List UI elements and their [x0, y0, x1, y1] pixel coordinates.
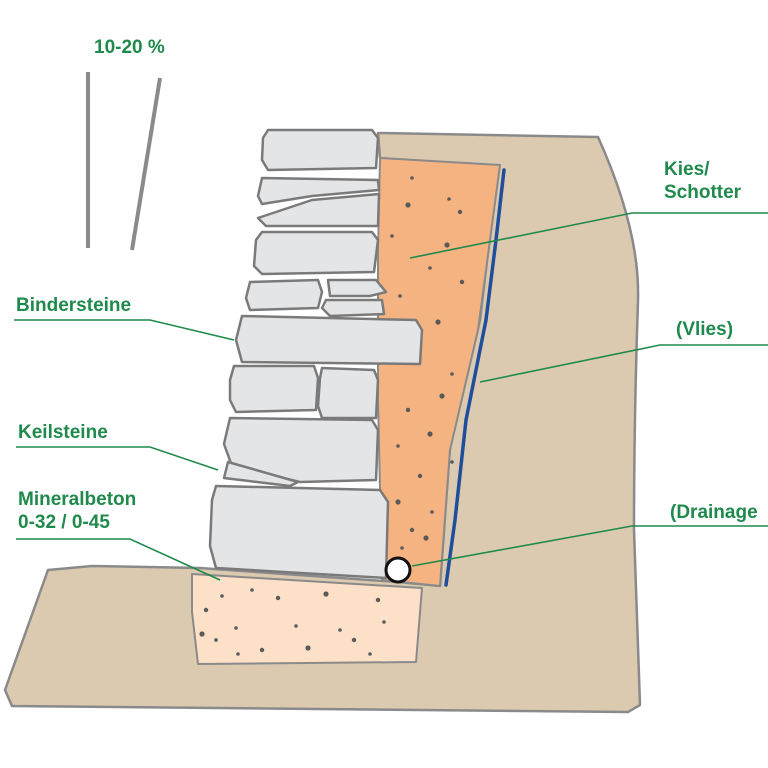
stone-wall	[208, 128, 424, 580]
foundation-dot	[338, 628, 342, 632]
foundation-dot	[259, 647, 265, 653]
foundation-dot	[294, 624, 298, 628]
slope-label: 10-20 %	[94, 37, 165, 58]
foundation-dot	[250, 588, 254, 592]
gravel-dot	[405, 202, 411, 208]
foundation-dot	[236, 652, 240, 656]
gravel-dot	[450, 372, 454, 376]
gravel-dot	[459, 279, 465, 285]
foundation-dot	[382, 620, 386, 624]
wall-stone	[316, 366, 380, 420]
slope-inclined-line	[130, 77, 162, 251]
leader-line-kies	[409, 212, 768, 259]
gravel-dot	[417, 473, 423, 479]
label-mineralbeton-line2: 0-32 / 0-45	[18, 512, 110, 533]
label-kies-line1: Kies/	[664, 159, 710, 180]
gravel-dot	[430, 510, 434, 514]
drainage-pipe	[384, 556, 412, 584]
label-drainage: (Drainage	[670, 502, 758, 523]
gravel-dot	[439, 393, 445, 399]
foundation-dots	[199, 588, 386, 656]
gravel-dot	[423, 535, 429, 541]
gravel-dot	[398, 294, 402, 298]
wall-stone	[256, 176, 381, 206]
gravel-dot	[410, 176, 414, 180]
gravel-dot	[409, 527, 415, 533]
label-mineralbeton-line1: Mineralbeton	[18, 489, 137, 510]
gravel-dot	[435, 319, 441, 325]
gravel-dot	[447, 197, 451, 201]
gravel-dot	[395, 499, 401, 505]
fleece-line	[444, 168, 506, 587]
foundation-dot	[199, 631, 205, 637]
gravel-dot	[427, 431, 433, 437]
label-kies-schotter: Kies/ Schotter	[664, 158, 741, 204]
leader-line-mineralbeton	[16, 538, 221, 581]
wall-stone	[222, 460, 300, 488]
foundation-dot	[220, 594, 224, 598]
gravel-dot	[457, 209, 463, 215]
foundation-dot	[323, 591, 329, 597]
wall-stone	[326, 278, 388, 298]
wall-stone	[252, 230, 380, 276]
foundation-dot	[203, 607, 209, 613]
wall-stone	[222, 416, 380, 484]
foundation-mineralbeton	[191, 573, 423, 665]
label-vlies: (Vlies)	[676, 319, 734, 340]
gravel-dot	[450, 460, 454, 464]
leader-line-drainage	[411, 525, 768, 567]
gravel-dot	[405, 407, 411, 413]
wall-stone	[244, 278, 324, 312]
gravel-dot	[390, 234, 394, 238]
foundation-dot	[305, 645, 311, 651]
label-bindersteine: Bindersteine	[16, 295, 132, 316]
foundation-dot	[214, 638, 218, 642]
label-kies-line2: Schotter	[664, 182, 742, 203]
gravel-dot	[396, 444, 400, 448]
leader-line-keilsteine	[16, 446, 219, 471]
label-mineralbeton: Mineralbeton 0-32 / 0-45	[18, 488, 136, 534]
wall-stone	[320, 298, 386, 318]
leader-line-vlies	[479, 344, 768, 383]
wall-stone	[234, 314, 424, 366]
slope-indicator	[86, 72, 162, 251]
label-keilsteine: Keilsteine	[18, 422, 108, 443]
wall-stone	[260, 128, 380, 172]
foundation-dot	[351, 637, 357, 643]
gravel-dot	[400, 546, 404, 550]
foundation-dot	[375, 597, 381, 603]
wall-stone	[256, 192, 381, 228]
foundation-dot	[275, 595, 281, 601]
leader-lines	[14, 212, 768, 581]
wall-stone	[228, 364, 320, 414]
foundation-dot	[234, 626, 238, 630]
foundation-dot	[368, 652, 372, 656]
leader-line-bindersteine	[14, 319, 235, 341]
gravel-dot	[444, 242, 450, 248]
gravel-dot	[428, 266, 432, 270]
wall-stone	[208, 484, 390, 580]
